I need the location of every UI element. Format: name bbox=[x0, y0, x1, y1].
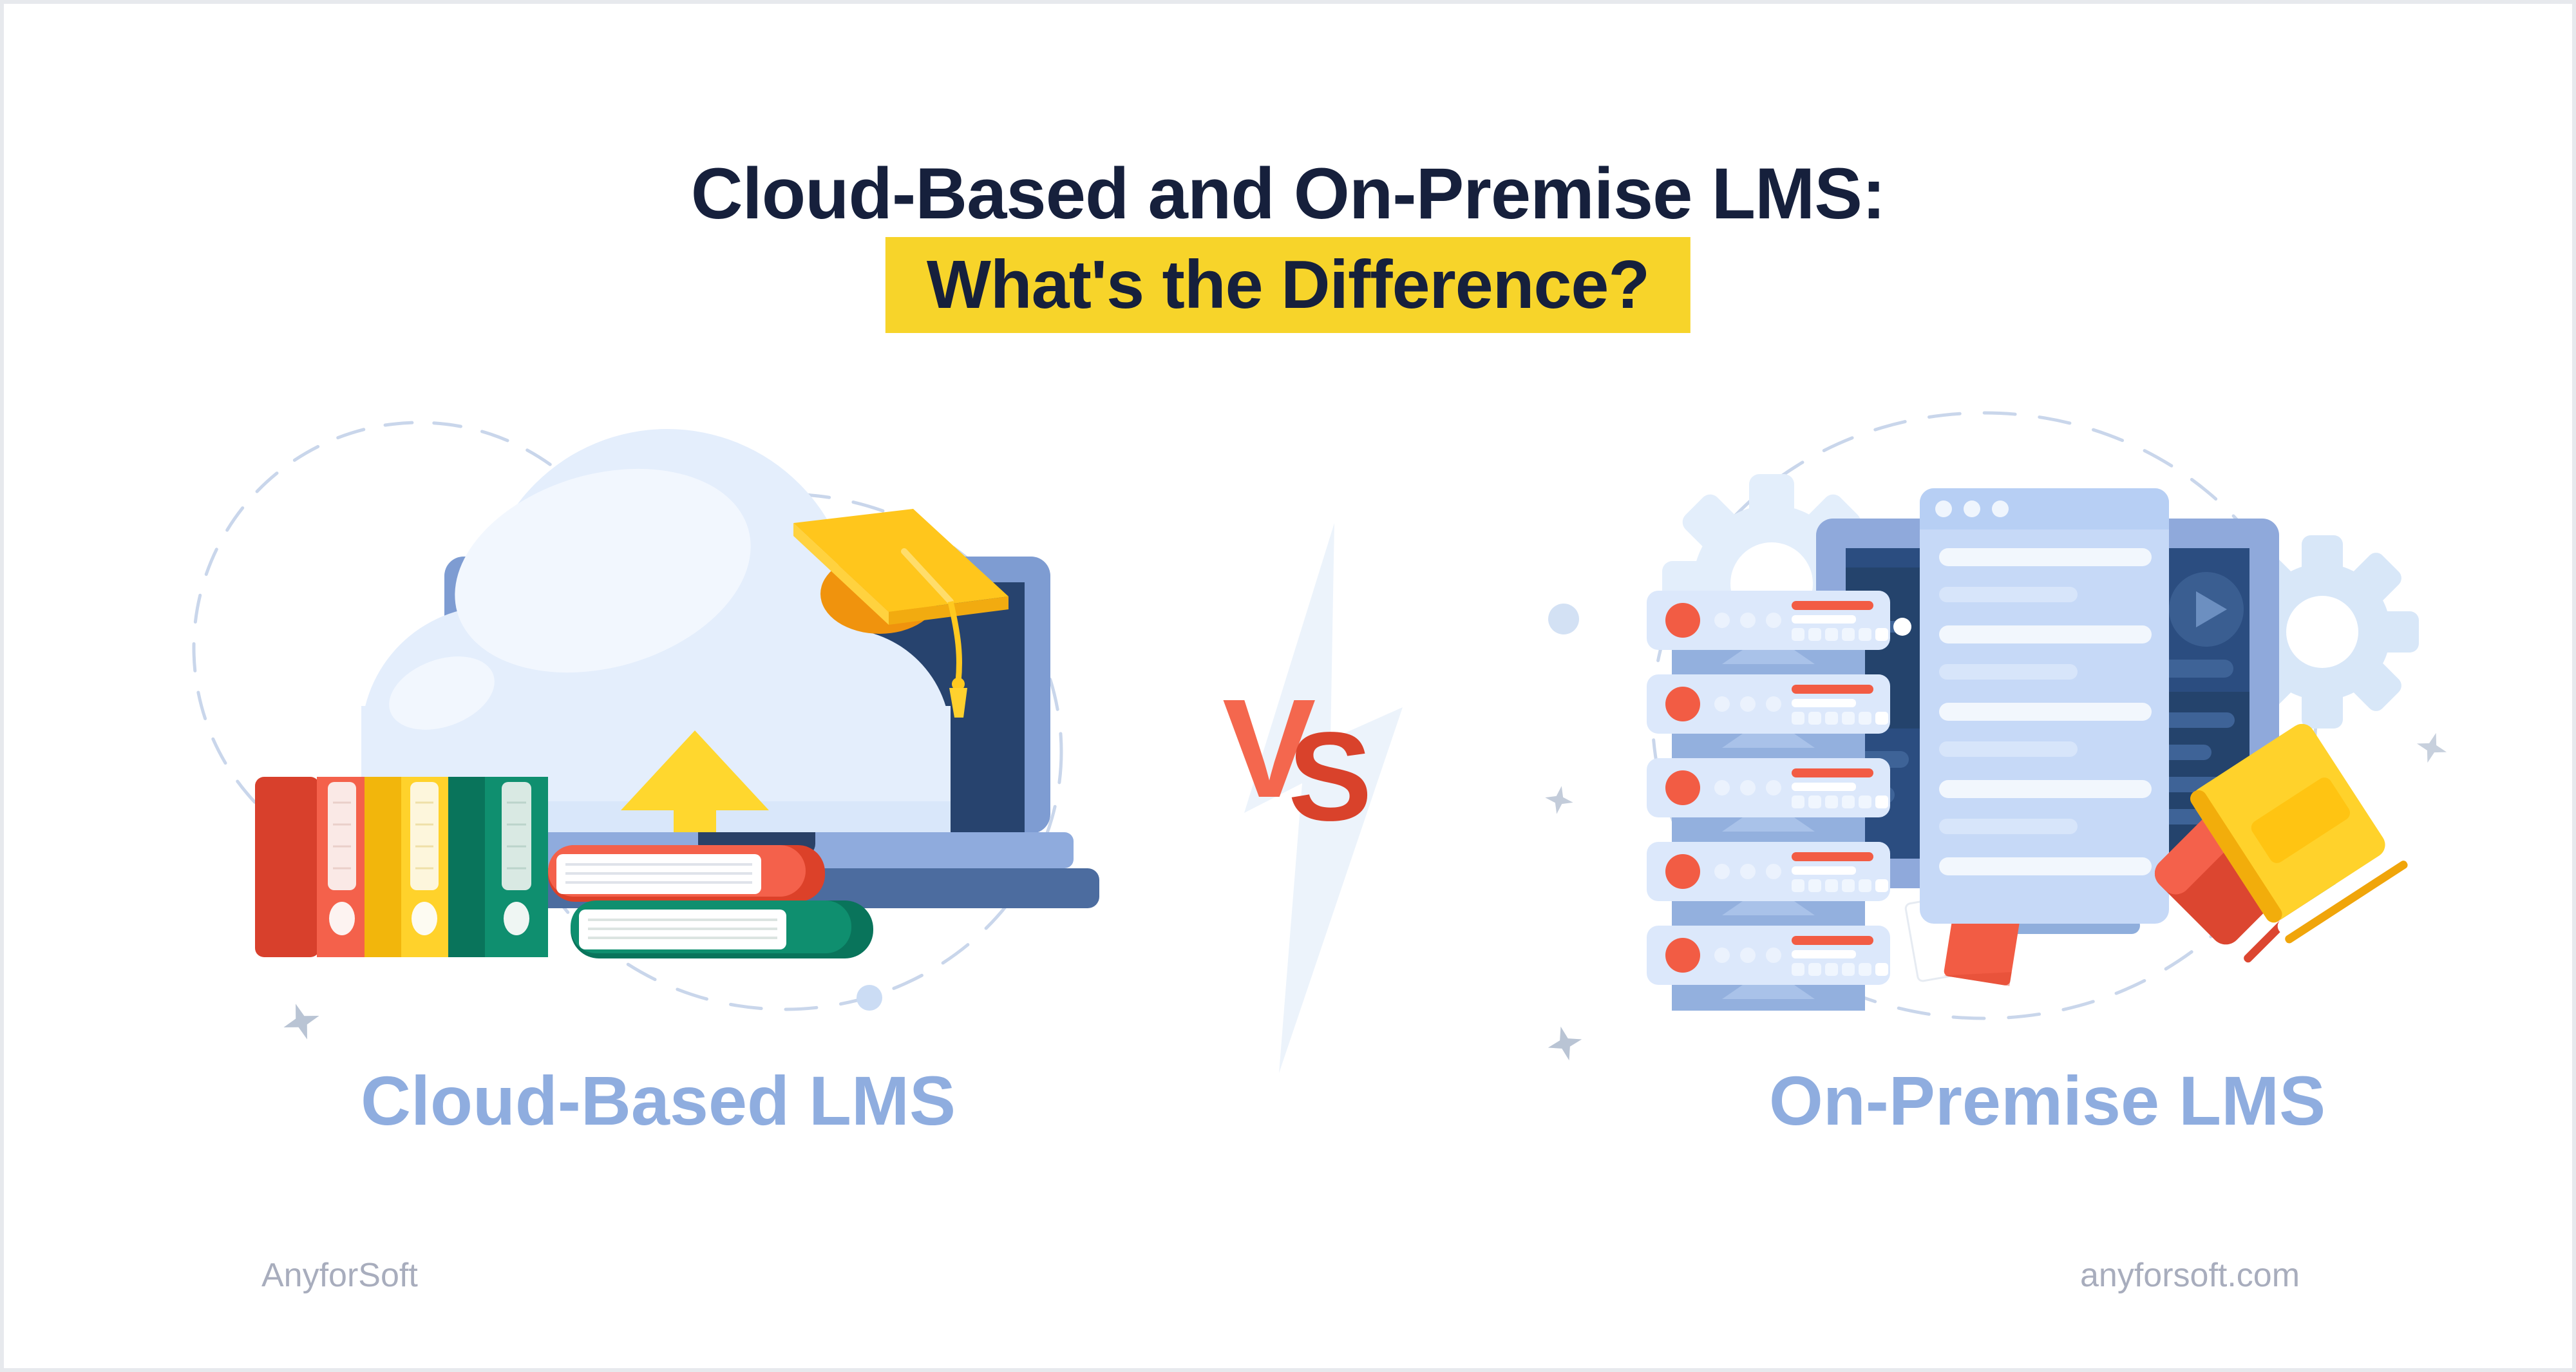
book-icon bbox=[571, 900, 873, 958]
sparkle-icon bbox=[2412, 729, 2451, 767]
dot bbox=[1548, 604, 1579, 634]
onprem-lms-illustration bbox=[1542, 411, 2451, 1065]
dot bbox=[857, 985, 882, 1011]
book-icon bbox=[2190, 723, 2408, 944]
caption-on-premise-lms: On-Premise LMS bbox=[1768, 1062, 2326, 1139]
sparkle-icon bbox=[278, 998, 325, 1045]
book-icon bbox=[548, 845, 825, 902]
lightning-bolt-icon bbox=[1244, 523, 1403, 1073]
versus-letter-v: V bbox=[1222, 671, 1316, 827]
upload-arrow-icon bbox=[621, 730, 769, 868]
cloud-lms-illustration bbox=[192, 421, 1099, 1045]
page-title: Cloud-Based and On-Premise LMS: bbox=[690, 153, 1886, 234]
caption-cloud-based-lms: Cloud-Based LMS bbox=[360, 1062, 956, 1139]
sparkle-icon bbox=[1542, 783, 1576, 817]
server-stack-icon bbox=[1647, 591, 1890, 1011]
document-window-icon bbox=[1920, 488, 2169, 924]
graduation-cap-icon bbox=[793, 509, 1009, 718]
brand-name: AnyforSoft bbox=[261, 1257, 418, 1294]
sparkle-icon bbox=[1544, 1022, 1586, 1065]
page-subtitle-highlight: What's the Difference? bbox=[885, 237, 1691, 334]
illustration-layer bbox=[192, 411, 2451, 1073]
binders-icon bbox=[255, 777, 548, 957]
versus-letter-s: S bbox=[1288, 706, 1372, 847]
website-url: anyforsoft.com bbox=[2080, 1257, 2300, 1294]
